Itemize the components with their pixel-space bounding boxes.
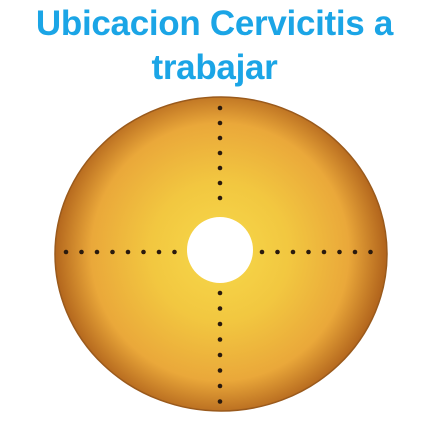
- divider-dot-horizontal-right: [275, 249, 280, 255]
- divider-dot-vertical-top: [217, 135, 223, 141]
- divider-dot-vertical-top: [217, 165, 223, 171]
- divider-dot-vertical-top: [217, 180, 223, 186]
- title-line-2: trabajar: [151, 48, 278, 87]
- divider-dot-horizontal-right: [321, 249, 327, 255]
- divider-dot-vertical-bottom: [217, 290, 223, 296]
- quadrant-dividers: [63, 105, 373, 404]
- divider-dot-horizontal-right: [306, 249, 311, 255]
- divider-dot-horizontal-right: [337, 249, 342, 255]
- divider-dot-horizontal-left: [63, 249, 69, 255]
- divider-dot-vertical-bottom: [217, 399, 223, 404]
- divider-dot-vertical-bottom: [217, 337, 223, 342]
- page-title: Ubicacion Cervicitis a trabajar: [0, 2, 429, 90]
- divider-dot-horizontal-left: [94, 249, 100, 255]
- divider-dot-horizontal-left: [110, 249, 115, 255]
- title-line-1: Ubicacion Cervicitis a: [35, 4, 394, 43]
- divider-dot-vertical-top: [217, 150, 223, 156]
- divider-dot-horizontal-right: [290, 249, 296, 255]
- divider-dot-vertical-bottom: [217, 352, 223, 358]
- divider-dot-vertical-top: [217, 195, 223, 201]
- divider-dot-vertical-top: [217, 105, 223, 111]
- divider-dot-vertical-bottom: [217, 321, 223, 327]
- divider-dot-vertical-bottom: [217, 306, 223, 311]
- divider-dot-horizontal-left: [141, 249, 146, 255]
- divider-dot-vertical-bottom: [217, 383, 223, 389]
- divider-dot-vertical-bottom: [217, 368, 223, 373]
- divider-dot-horizontal-left: [156, 249, 162, 255]
- divider-dot-horizontal-right: [368, 249, 373, 255]
- divider-dot-horizontal-left: [125, 249, 131, 255]
- divider-dot-horizontal-right: [352, 249, 358, 255]
- divider-dot-horizontal-right: [259, 249, 265, 255]
- divider-dot-horizontal-left: [172, 249, 177, 255]
- divider-dot-vertical-top: [217, 120, 223, 126]
- cervical-os: [187, 217, 253, 283]
- divider-dot-horizontal-left: [79, 249, 84, 255]
